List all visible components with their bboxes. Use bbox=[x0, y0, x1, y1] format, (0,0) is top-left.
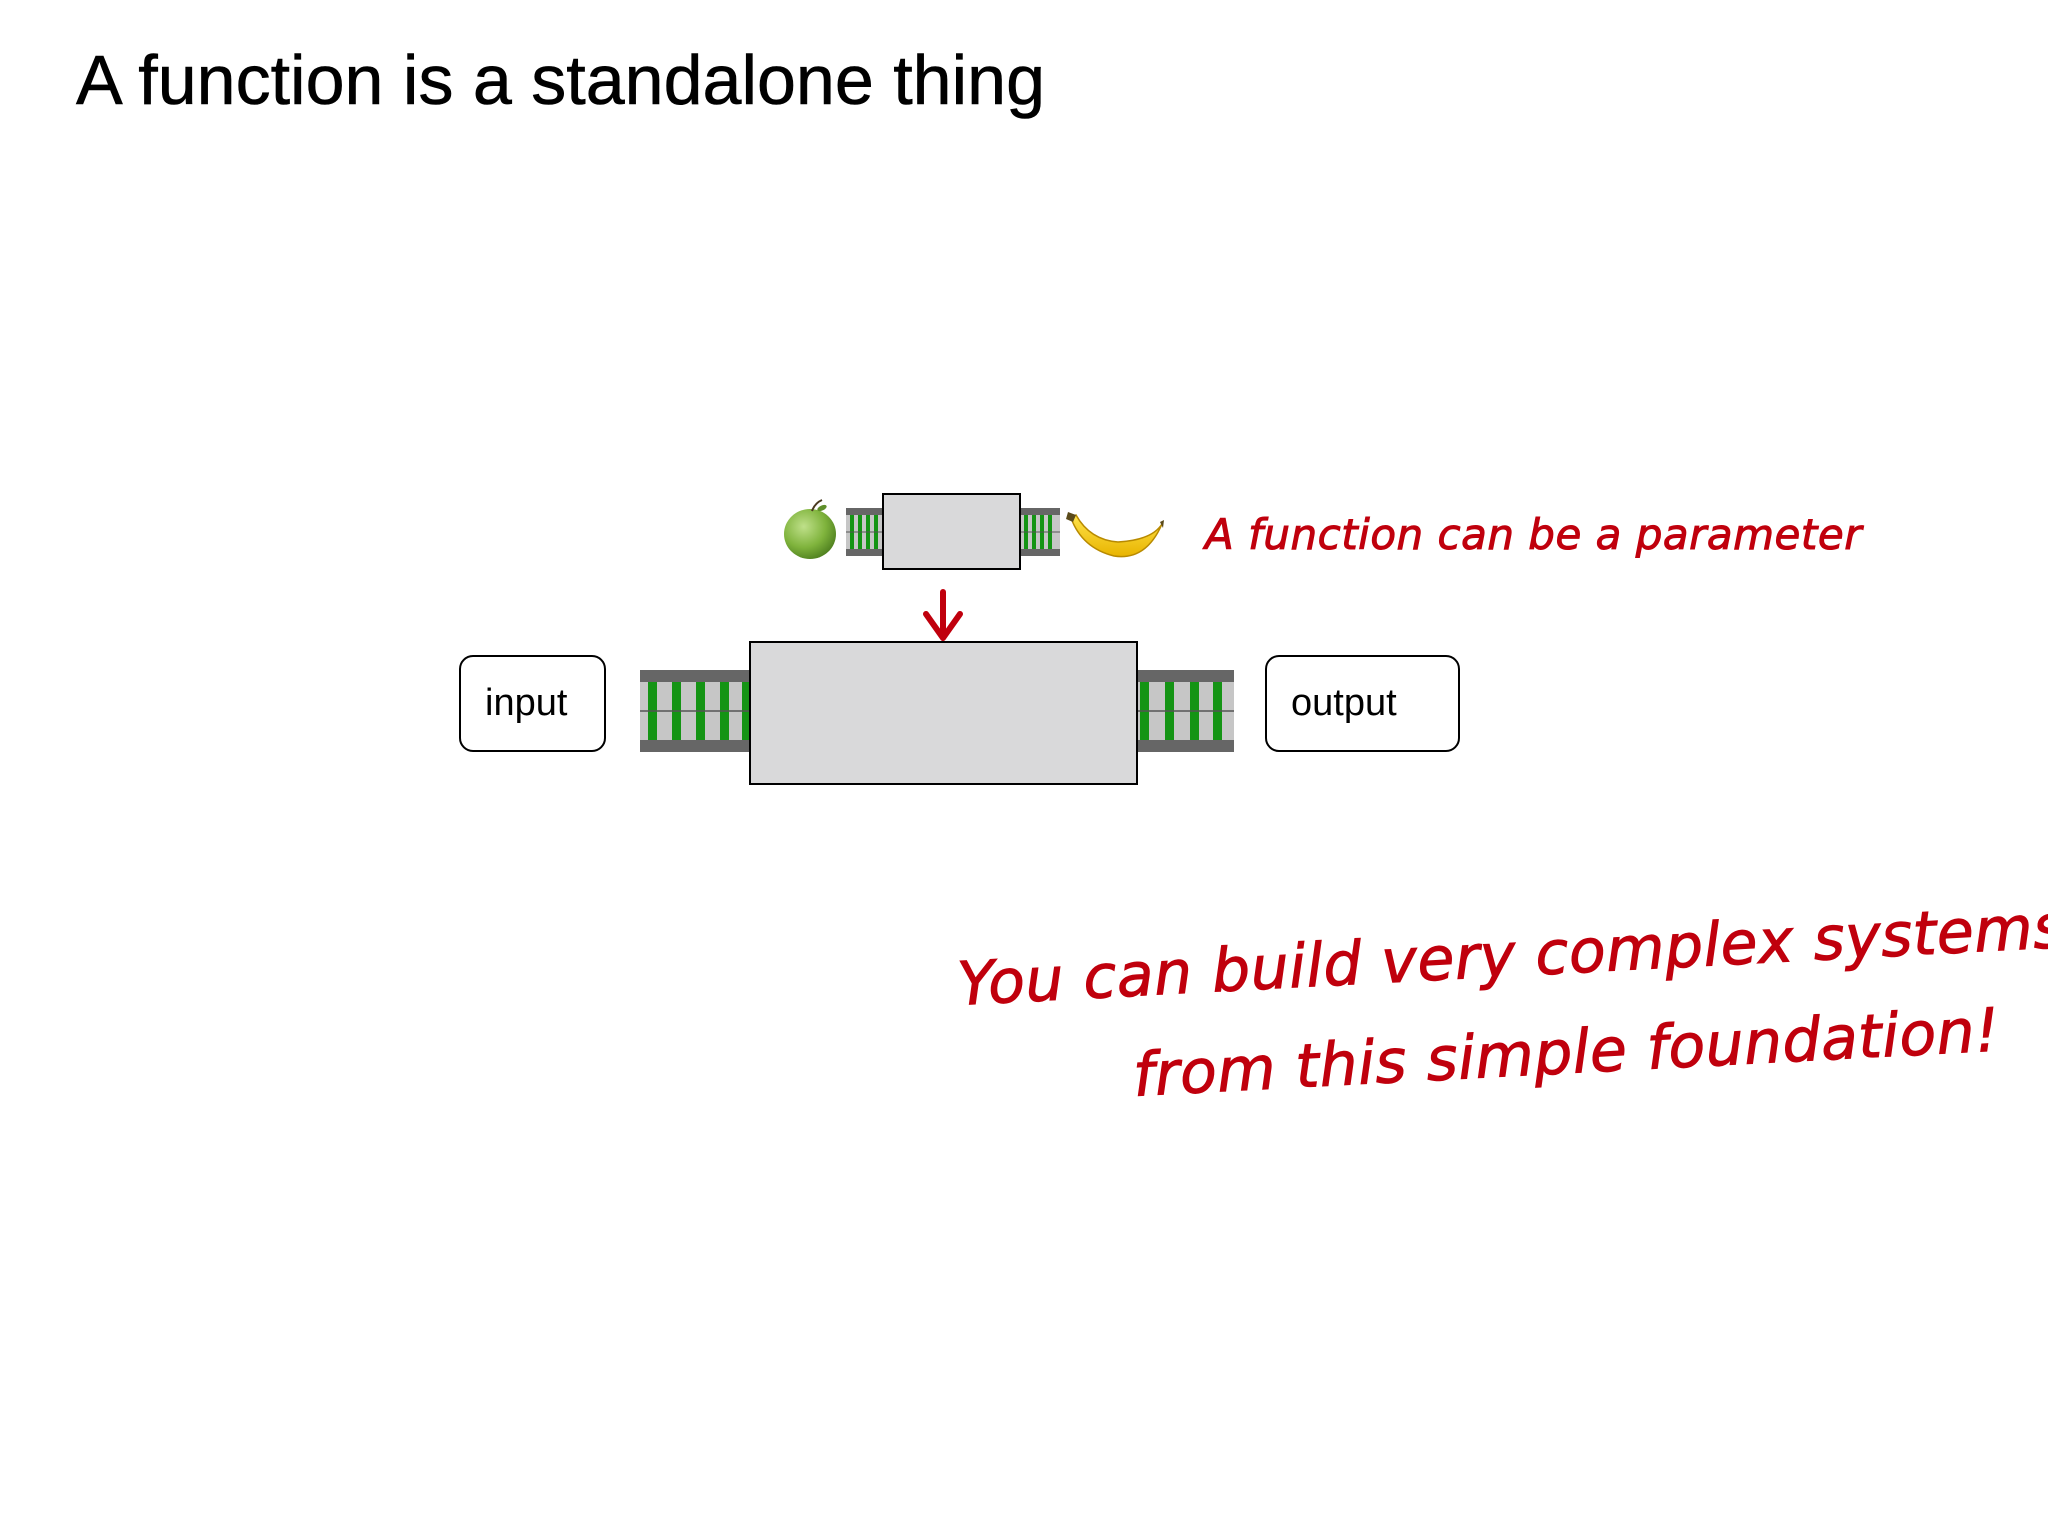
input-label-box: input bbox=[459, 655, 606, 752]
output-label-box: output bbox=[1265, 655, 1460, 752]
slide-title: A function is a standalone thing bbox=[76, 41, 1046, 120]
parameter-arrow bbox=[923, 589, 963, 641]
main-input-track bbox=[640, 670, 752, 752]
main-function-box bbox=[749, 641, 1138, 785]
banana-icon bbox=[1066, 512, 1164, 558]
green-apple-icon bbox=[784, 499, 836, 559]
main-output-track bbox=[1136, 670, 1234, 752]
parameter-input-track bbox=[846, 508, 884, 556]
parameter-function-box bbox=[882, 493, 1021, 570]
parameter-output-track bbox=[1020, 508, 1060, 556]
parameter-annotation: A function can be a parameter bbox=[1205, 510, 1862, 560]
